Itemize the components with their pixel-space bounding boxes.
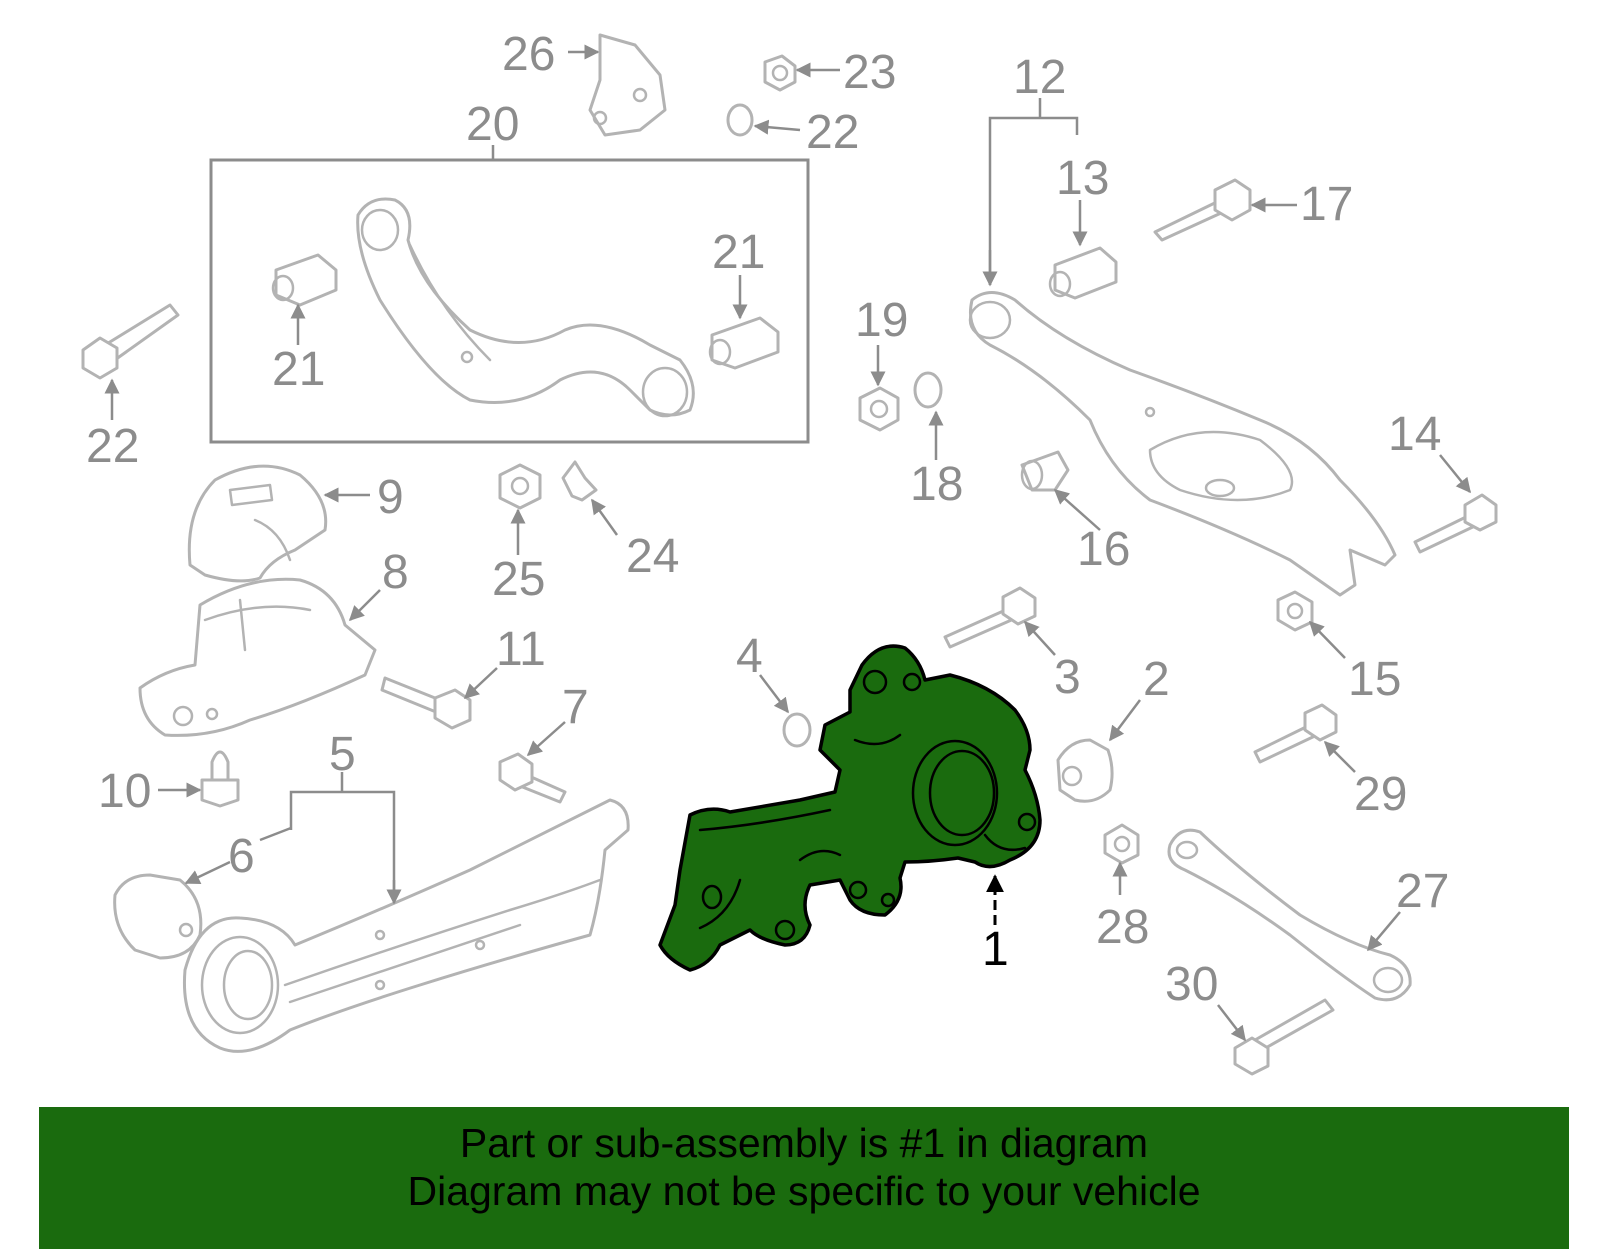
callout-29: 28	[1096, 901, 1149, 954]
part-21-bushing-right[interactable]	[708, 316, 780, 370]
callout-21-left: 21	[272, 343, 325, 396]
part-10-screw[interactable]	[200, 750, 240, 808]
part-20-group-box	[209, 158, 810, 444]
callout-19: 19	[855, 294, 908, 347]
callout-8: 8	[382, 546, 409, 599]
part-9-cover[interactable]	[187, 464, 328, 583]
part-7-bolt[interactable]	[498, 752, 567, 804]
part-29-nut[interactable]	[1103, 823, 1140, 865]
part-6-bushing[interactable]	[113, 873, 203, 960]
part-18-washer[interactable]	[913, 371, 943, 409]
callout-2: 2	[1143, 653, 1170, 706]
callout-9: 9	[377, 471, 404, 524]
part-5-trailing-arm[interactable]	[182, 798, 630, 1053]
part-15-nut[interactable]	[1276, 590, 1314, 632]
callout-10: 10	[98, 765, 151, 818]
part-22-bolt[interactable]	[81, 303, 180, 380]
callout-7: 7	[562, 681, 589, 734]
callout-17: 17	[1300, 178, 1353, 231]
part-14-bolt[interactable]	[1413, 493, 1498, 554]
callout-23: 22	[806, 106, 859, 159]
part-25-clip[interactable]	[561, 460, 598, 502]
callout-27: 26	[502, 28, 555, 81]
callout-16: 16	[1077, 523, 1130, 576]
callout-28: 27	[1396, 865, 1449, 918]
part-30-bolt[interactable]	[1253, 703, 1338, 764]
part-8-mount[interactable]	[138, 577, 377, 737]
callout-31: 30	[1165, 958, 1218, 1011]
part-19-nut[interactable]	[858, 386, 900, 432]
part-23-o-ring[interactable]	[726, 103, 754, 137]
banner-disclaimer: Diagram may not be specific to your vehi…	[407, 1168, 1201, 1214]
callout-5: 5	[329, 728, 356, 781]
callout-30: 29	[1354, 768, 1407, 821]
callout-15: 15	[1348, 653, 1401, 706]
part-16-sleeve[interactable]	[1020, 450, 1070, 492]
callout-26: 25	[492, 553, 545, 606]
banner-part-note: Part or sub-assembly is #1 in diagram	[459, 1120, 1149, 1166]
part-2-bushing[interactable]	[1056, 738, 1114, 803]
part-4-washer[interactable]	[782, 712, 812, 748]
callout-13: 13	[1056, 152, 1109, 205]
callout-22: 22	[86, 420, 139, 473]
part-20-upper-control-arm[interactable]	[356, 197, 695, 418]
callout-24: 23	[843, 46, 896, 99]
callout-14: 14	[1388, 408, 1441, 461]
part-13-bushing[interactable]	[1048, 246, 1118, 300]
callout-labels: 26 23 22 20 21 21 22 12 13 17 19 18 16 1…	[86, 28, 1449, 1011]
callout-21-right: 21	[712, 226, 765, 279]
callout-18: 18	[910, 458, 963, 511]
part-12-lower-control-arm[interactable]	[968, 291, 1397, 597]
callout-20: 20	[466, 98, 519, 151]
callout-25: 24	[626, 530, 679, 583]
part-24-nut[interactable]	[763, 54, 797, 92]
part-21-bushing-left[interactable]	[271, 253, 338, 307]
info-banner: Part or sub-assembly is #1 in diagram Di…	[39, 1107, 1569, 1249]
callout-6: 6	[228, 830, 255, 883]
part-27-bracket[interactable]	[588, 33, 667, 137]
part-17-bolt[interactable]	[1153, 178, 1252, 242]
part-28-link[interactable]	[1167, 828, 1412, 1002]
callout-12: 12	[1013, 51, 1066, 104]
callout-11: 11	[496, 623, 546, 676]
callout-1: 1	[982, 923, 1009, 976]
callout-3: 3	[1054, 651, 1081, 704]
part-3-bolt[interactable]	[943, 586, 1037, 649]
leader-lines	[104, 44, 1471, 1042]
callout-4: 4	[736, 630, 763, 683]
part-26-nut[interactable]	[498, 463, 542, 510]
part-1-knuckle[interactable]	[658, 644, 1042, 972]
part-11-bolt[interactable]	[380, 676, 472, 730]
part-31-bolt[interactable]	[1233, 998, 1335, 1076]
